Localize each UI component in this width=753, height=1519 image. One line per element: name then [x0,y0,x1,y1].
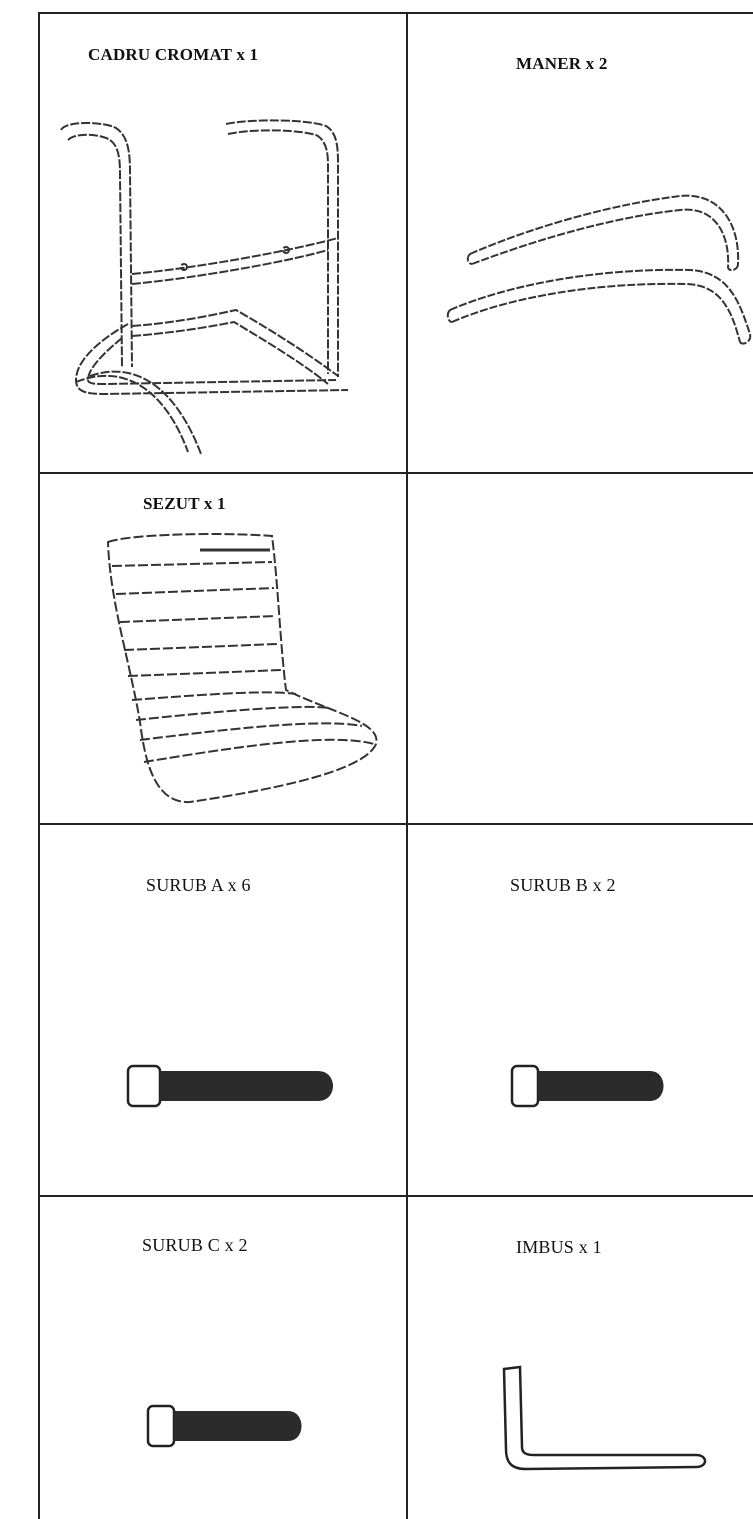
grid-line [38,823,753,825]
part-cell-surub-c: SURUB C x 2 [38,1197,406,1519]
part-label: SURUB C x 2 [142,1235,248,1255]
bolt-icon [126,1061,341,1111]
grid-line [38,472,753,474]
parts-grid: CADRU CROMAT x 1 [38,12,753,1519]
part-cell-cadru: CADRU CROMAT x 1 [38,12,406,472]
grid-line [38,1195,753,1197]
empty-cell [408,474,753,823]
part-label: SURUB A x 6 [146,875,251,895]
part-label: CADRU CROMAT x 1 [88,45,259,64]
grid-line [38,12,753,14]
part-label: SURUB B x 2 [510,875,616,895]
bolt-icon [146,1401,311,1451]
part-cell-surub-b: SURUB B x 2 [408,825,753,1195]
part-cell-sezut: SEZUT x 1 [38,474,406,823]
grid-line [406,12,408,1519]
seat-icon [100,522,385,807]
allen-key-icon [496,1361,711,1481]
grid-line [38,12,40,1519]
part-cell-surub-a: SURUB A x 6 [38,825,406,1195]
armrest-icon [440,184,752,354]
part-cell-imbus: IMBUS x 1 [408,1197,753,1519]
part-label: SEZUT x 1 [143,494,226,513]
chrome-frame-icon [56,112,366,462]
part-label: MANER x 2 [516,54,608,73]
part-label: IMBUS x 1 [516,1237,602,1257]
part-cell-maner: MANER x 2 [408,12,753,472]
bolt-icon [510,1061,670,1111]
